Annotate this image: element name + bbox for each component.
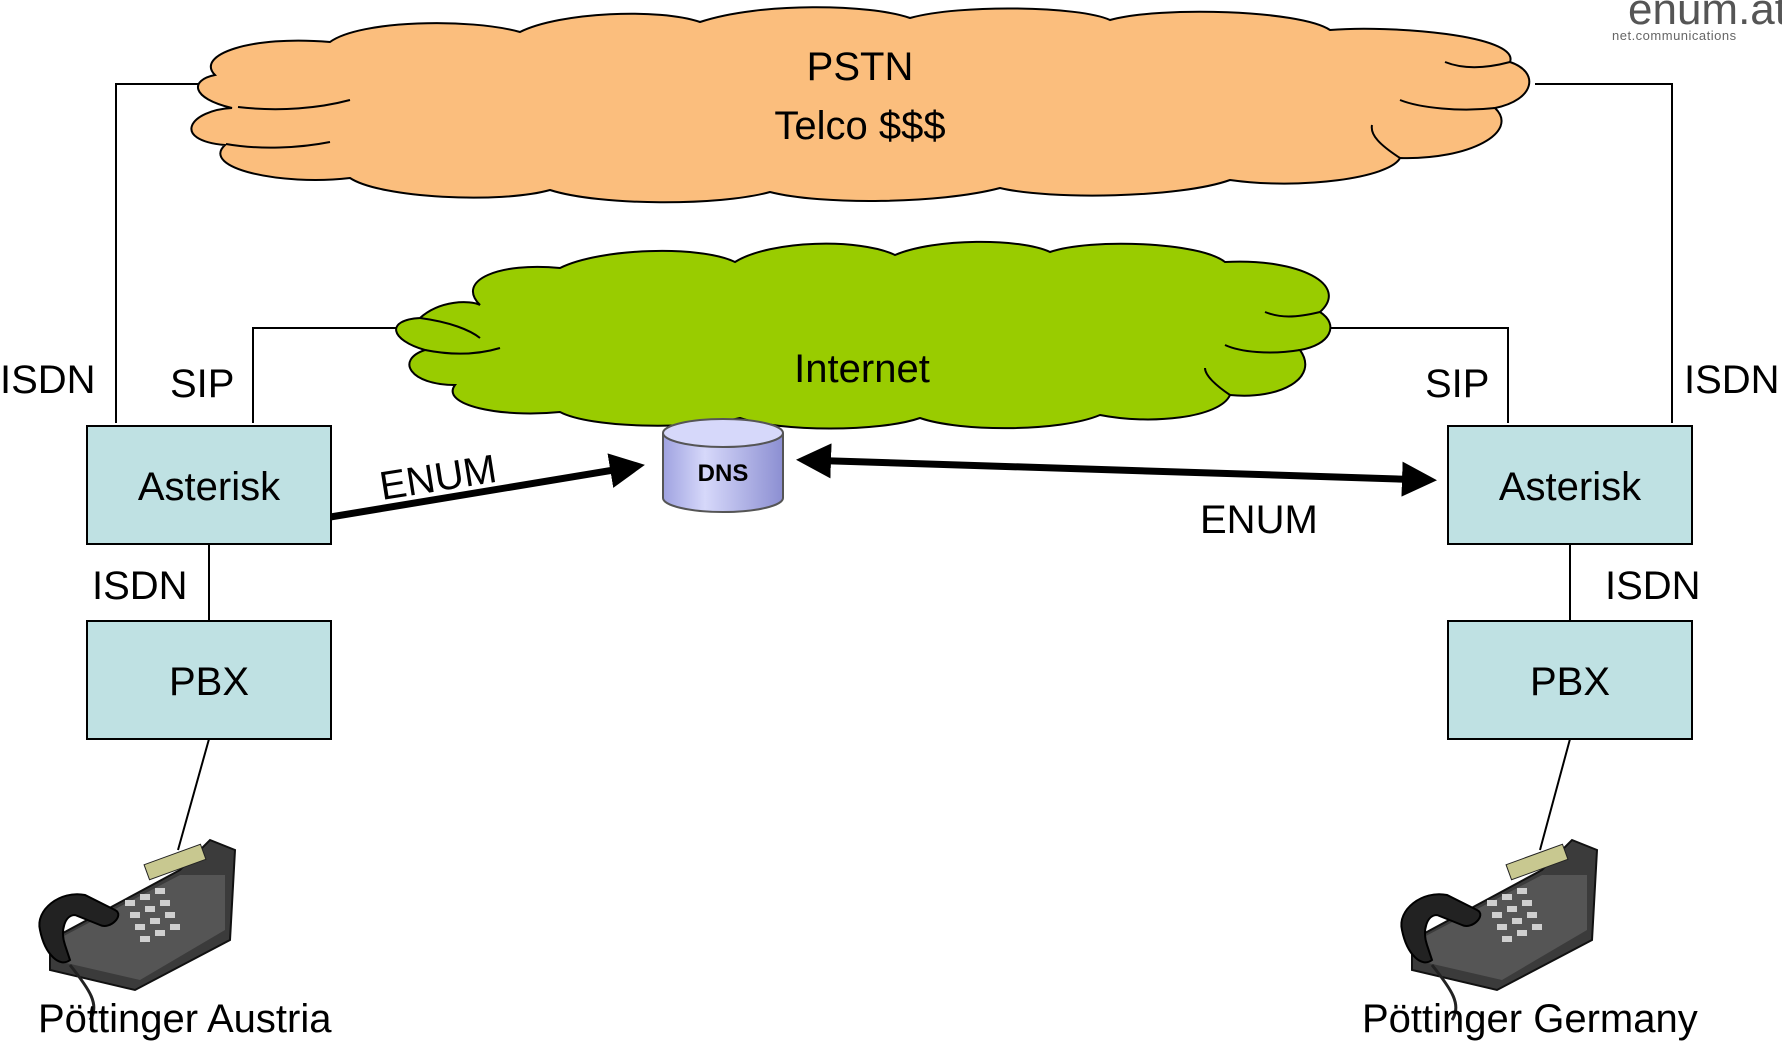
logo-sub-text: net.communications (1612, 28, 1737, 43)
pstn-label: PSTN (807, 45, 914, 89)
left-enum-label: ENUM (377, 447, 500, 509)
left-sip-label: SIP (170, 362, 234, 406)
pstn-cloud-detail (225, 61, 1511, 159)
internet-cloud: Internet (395, 240, 1332, 430)
right-sip-line (1320, 327, 1509, 423)
right-sip-label: SIP (1425, 362, 1489, 406)
pstn-cloud-shape (190, 6, 1531, 204)
database-icon (662, 418, 784, 513)
internet-cloud-shape (395, 240, 1332, 430)
right-isdn-pstn-label: ISDN (1684, 358, 1780, 402)
internet-cloud-detail (419, 311, 1321, 396)
left-site-label: Pöttinger Austria (38, 997, 332, 1041)
left-asterisk-label: Asterisk (138, 465, 281, 509)
desk-phone-icon (38, 838, 237, 1021)
left-isdn-pstn-line (115, 83, 205, 423)
right-site-label: Pöttinger Germany (1362, 997, 1698, 1041)
right-asterisk-box (1447, 425, 1693, 545)
logo-main-text: enum.at (1628, 0, 1782, 34)
left-pbx-label: PBX (169, 660, 249, 704)
left-sip-line (252, 327, 405, 423)
left-pbx-phone-line (177, 738, 210, 851)
right-isdn-link-label: ISDN (1605, 564, 1701, 608)
enum-at-logo: enum.at net.communications (1612, 0, 1782, 43)
left-pbx-box (86, 620, 332, 740)
right-enum-label: ENUM (1200, 498, 1318, 542)
pstn-connection-lines (115, 83, 1673, 423)
enum-arrows (275, 443, 1437, 538)
right-asterisk-label: Asterisk (1499, 465, 1642, 509)
left-asterisk-box (86, 425, 332, 545)
left-isdn-pstn-label: ISDN (0, 358, 96, 402)
right-enum-arrow (796, 443, 1437, 497)
dns-server: DNS (662, 418, 784, 513)
internet-connection-lines (252, 327, 1509, 423)
pstn-telco-label: Telco $$$ (774, 104, 945, 148)
left-isdn-link-label: ISDN (92, 564, 188, 608)
right-pbx-label: PBX (1530, 660, 1610, 704)
dns-label: DNS (698, 460, 749, 487)
right-site: Asterisk PBX ISDN SIP ISDN Pöttinger Ger… (1362, 358, 1780, 1041)
right-pbx-phone-line (1539, 738, 1571, 851)
right-isdn-pstn-line (1535, 83, 1673, 423)
right-pbx-box (1447, 620, 1693, 740)
pstn-cloud: PSTN Telco $$$ (190, 6, 1531, 204)
desk-phone-icon (1400, 838, 1599, 1021)
left-enum-arrow (275, 453, 645, 538)
left-site: Asterisk PBX ISDN SIP ISDN Pöttinger Aus… (0, 358, 332, 1041)
internet-label: Internet (794, 347, 930, 391)
